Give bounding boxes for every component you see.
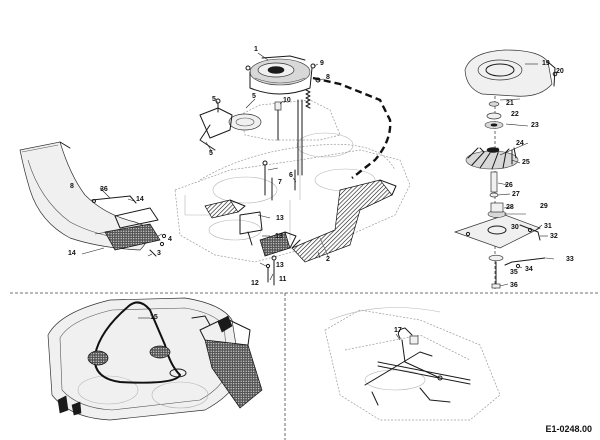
- callout-22: 23: [531, 122, 539, 129]
- callout-25: 26: [505, 182, 513, 189]
- bottom-right-linkage-view: [324, 307, 501, 421]
- bottom-left-deck-view: [47, 297, 263, 421]
- callout-17: 17: [394, 327, 402, 334]
- view-dividers: [10, 292, 600, 440]
- callout-19: 20: [556, 68, 564, 75]
- callout-14: 14: [136, 196, 144, 203]
- callout-27: 28: [506, 204, 514, 211]
- callout-35: 36: [510, 282, 518, 289]
- callout-7: 7: [278, 179, 282, 186]
- callout-20: 21: [506, 100, 514, 107]
- right-fan-exploded: [453, 49, 558, 290]
- drawing-code: E1-0248.00: [545, 424, 592, 434]
- callout-28: 29: [540, 203, 548, 210]
- callout-8: 8: [326, 74, 330, 81]
- callout-4: 4: [168, 236, 172, 243]
- callout-2: 2: [326, 256, 330, 263]
- callout-10: 10: [283, 97, 291, 104]
- callout-6: 6: [289, 172, 293, 179]
- callout-15: 15: [150, 314, 158, 321]
- callout-13b: 13: [275, 233, 283, 240]
- callout-30: 31: [544, 223, 552, 230]
- leader-lines: [81, 52, 555, 287]
- callout-29: 30: [511, 224, 519, 231]
- callout-21: 22: [511, 111, 519, 118]
- callout-36: 36: [100, 186, 108, 193]
- callout-32: 33: [566, 256, 574, 263]
- callout-26: 27: [512, 191, 520, 198]
- callout-5: 5: [252, 93, 256, 100]
- callout-13c: 13: [276, 262, 284, 269]
- callout-8-chute: 8: [70, 183, 74, 190]
- callout-1: 1: [254, 46, 258, 53]
- callout-13: 13: [276, 215, 284, 222]
- callout-33: 34: [525, 266, 533, 273]
- callout-5c: 5: [209, 150, 213, 157]
- main-deck-assembly: [174, 55, 411, 286]
- callout-24: 25: [522, 159, 530, 166]
- callout-12: 12: [251, 280, 259, 287]
- callout-23: 24: [516, 140, 524, 147]
- left-discharge-chute: [19, 141, 167, 257]
- callout-14b: 14: [68, 250, 76, 257]
- callout-3: 3: [157, 250, 161, 257]
- callout-18: 19: [542, 60, 550, 67]
- callout-11: 11: [279, 276, 287, 283]
- callout-31: 32: [550, 233, 558, 240]
- callout-5b: 5: [212, 96, 216, 103]
- callout-9: 9: [320, 60, 324, 67]
- callout-34: 35: [510, 269, 518, 276]
